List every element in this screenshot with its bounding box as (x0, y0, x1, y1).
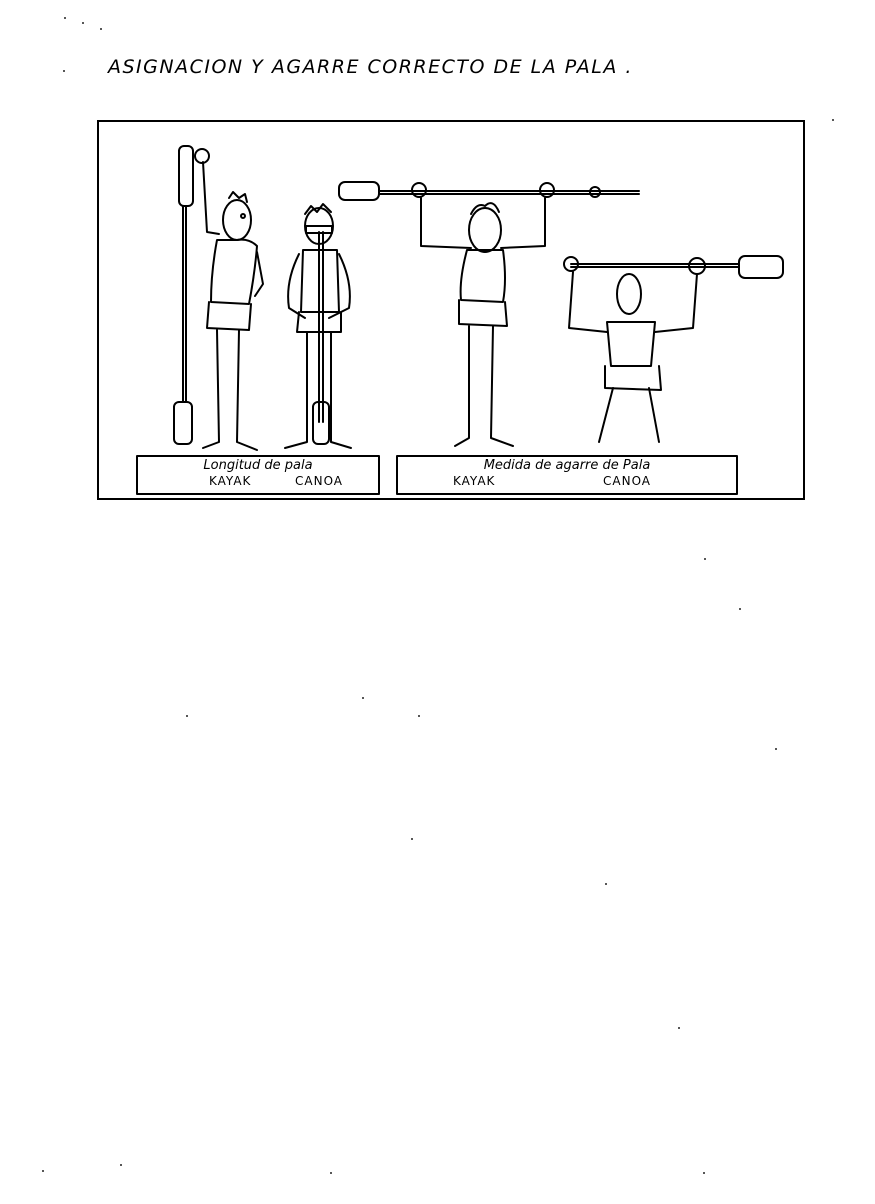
caption-grip: Medida de agarre de Pala KAYAK CANOA (397, 456, 737, 494)
caption-length: Longitud de pala KAYAK CANOA (137, 456, 379, 494)
paddle-illustration (136, 145, 784, 495)
caption-length-title: Longitud de pala (203, 458, 313, 473)
caption-grip-canoa: CANOA (603, 474, 652, 488)
caption-frame-grip (396, 455, 738, 495)
caption-grip-title: Medida de agarre de Pala (483, 458, 651, 473)
caption-length-canoa: CANOA (295, 474, 344, 488)
canoe-grip-figure (563, 255, 784, 443)
caption-frame-length (136, 455, 380, 495)
illustration-frame: Longitud de pala KAYAK CANOA Medida de a… (97, 120, 805, 500)
caption-length-kayak: KAYAK (209, 474, 252, 488)
canoe-length-figure (284, 203, 352, 449)
page-title: ASIGNACION Y AGARRE CORRECTO DE LA PALA … (108, 56, 633, 78)
kayak-grip-figure (338, 181, 640, 447)
kayak-length-figure (173, 145, 264, 451)
caption-grip-kayak: KAYAK (453, 474, 496, 488)
